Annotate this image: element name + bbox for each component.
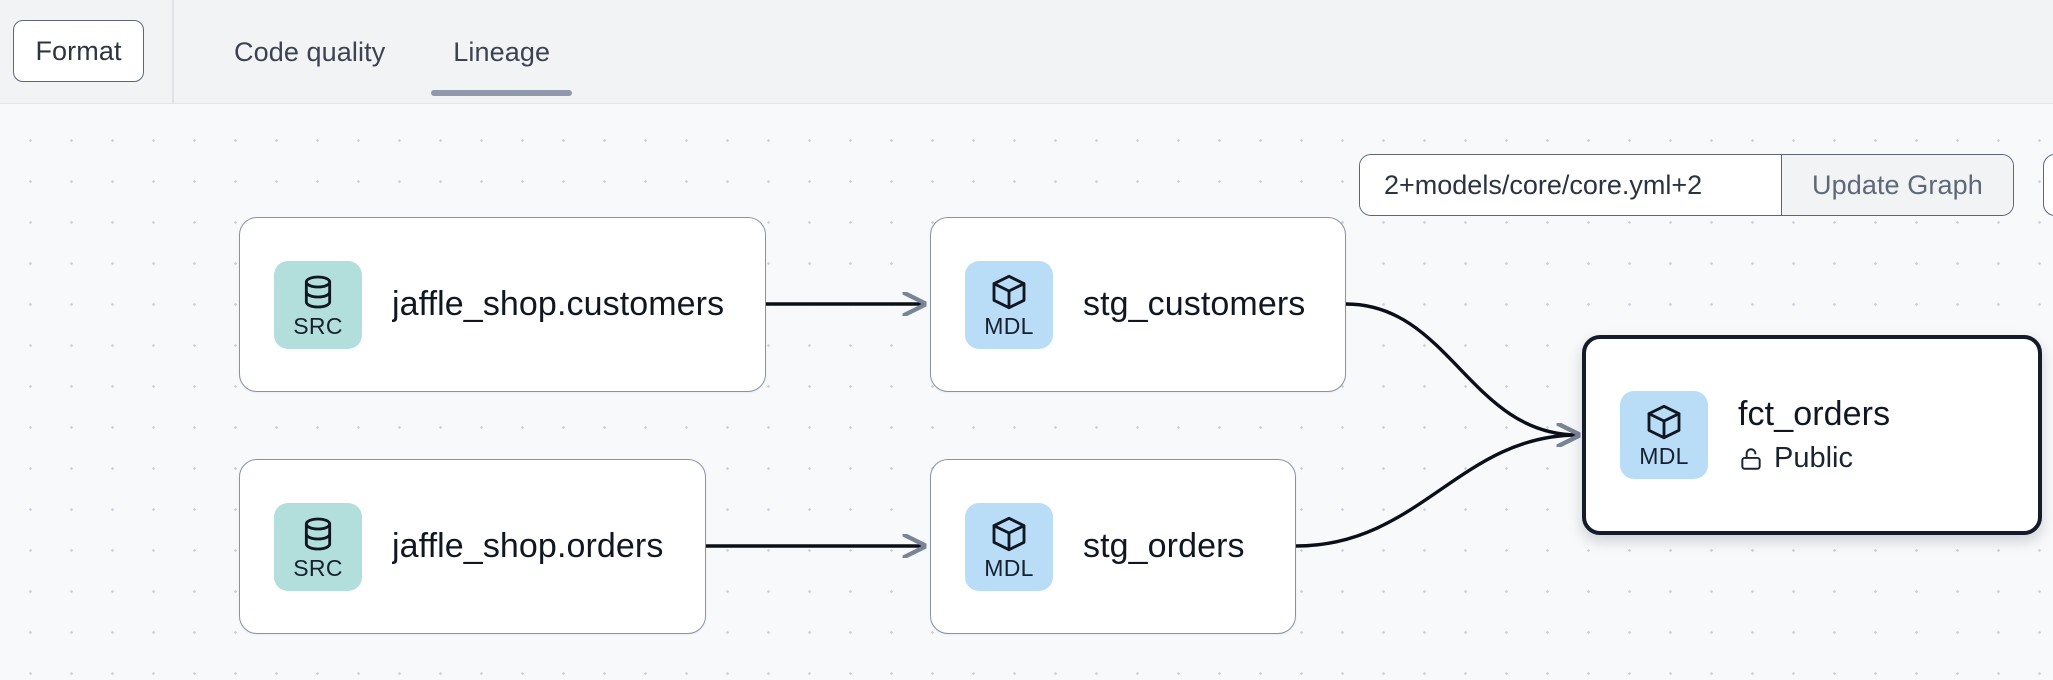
node-title: jaffle_shop.orders <box>392 526 664 565</box>
node-title: stg_customers <box>1083 284 1306 323</box>
graph-selector-input[interactable] <box>1360 155 1781 215</box>
lineage-canvas[interactable]: SRC jaffle_shop.customers SRC jaffle_sho… <box>0 104 2053 680</box>
source-type-badge: SRC <box>274 260 362 349</box>
node-title: stg_orders <box>1083 526 1245 565</box>
tab-code-quality-label: Code quality <box>234 36 386 67</box>
node-body: jaffle_shop.customers <box>392 285 724 324</box>
badge-label: MDL <box>1639 443 1689 469</box>
cube-icon <box>1647 404 1681 440</box>
badge-label: SRC <box>293 554 343 581</box>
tab-lineage[interactable]: Lineage <box>419 0 584 104</box>
lineage-node-stg-orders[interactable]: MDL stg_orders <box>930 459 1296 634</box>
format-button[interactable]: Format <box>13 20 144 82</box>
graph-selector-toolbar: Update Graph <box>1359 154 2014 216</box>
badge-label: MDL <box>984 554 1034 581</box>
tab-underline <box>212 90 407 96</box>
edge-stg-customers-to-fct-orders <box>1345 302 1578 435</box>
toolbar-divider <box>172 0 174 104</box>
cube-icon <box>992 516 1026 551</box>
badge-label: MDL <box>984 312 1034 339</box>
edge-stg-orders-to-fct-orders <box>1295 435 1578 548</box>
cube-icon <box>992 274 1026 309</box>
node-title: fct_orders <box>1738 394 1891 433</box>
model-type-badge: MDL <box>965 502 1053 591</box>
top-toolbar: Format Code quality Lineage <box>0 0 2053 104</box>
lineage-node-jaffle-shop-customers[interactable]: SRC jaffle_shop.customers <box>239 217 766 392</box>
database-icon <box>304 275 332 308</box>
tab-code-quality[interactable]: Code quality <box>200 0 419 104</box>
database-icon <box>304 517 332 550</box>
lineage-node-stg-customers[interactable]: MDL stg_customers <box>930 217 1346 392</box>
node-body: stg_orders <box>1083 527 1245 566</box>
badge-label: SRC <box>293 312 343 339</box>
tab-lineage-label: Lineage <box>453 36 551 67</box>
node-body: stg_customers <box>1083 285 1305 324</box>
node-access-row: Public <box>1738 442 1890 475</box>
source-type-badge: SRC <box>274 502 362 591</box>
node-body: fct_orders Public <box>1738 395 1890 475</box>
lineage-node-fct-orders[interactable]: MDL fct_orders Public <box>1582 335 2042 535</box>
node-access-label: Public <box>1774 442 1853 475</box>
tab-underline-active <box>431 90 573 96</box>
graph-options-button[interactable] <box>2043 154 2053 216</box>
update-graph-button[interactable]: Update Graph <box>1781 155 2013 215</box>
node-title: jaffle_shop.customers <box>392 284 725 323</box>
model-type-badge: MDL <box>1620 391 1708 479</box>
node-body: jaffle_shop.orders <box>392 527 663 566</box>
model-type-badge: MDL <box>965 260 1053 349</box>
unlock-icon <box>1741 447 1761 470</box>
tab-bar: Code quality Lineage <box>200 0 584 104</box>
lineage-node-jaffle-shop-orders[interactable]: SRC jaffle_shop.orders <box>239 459 706 634</box>
